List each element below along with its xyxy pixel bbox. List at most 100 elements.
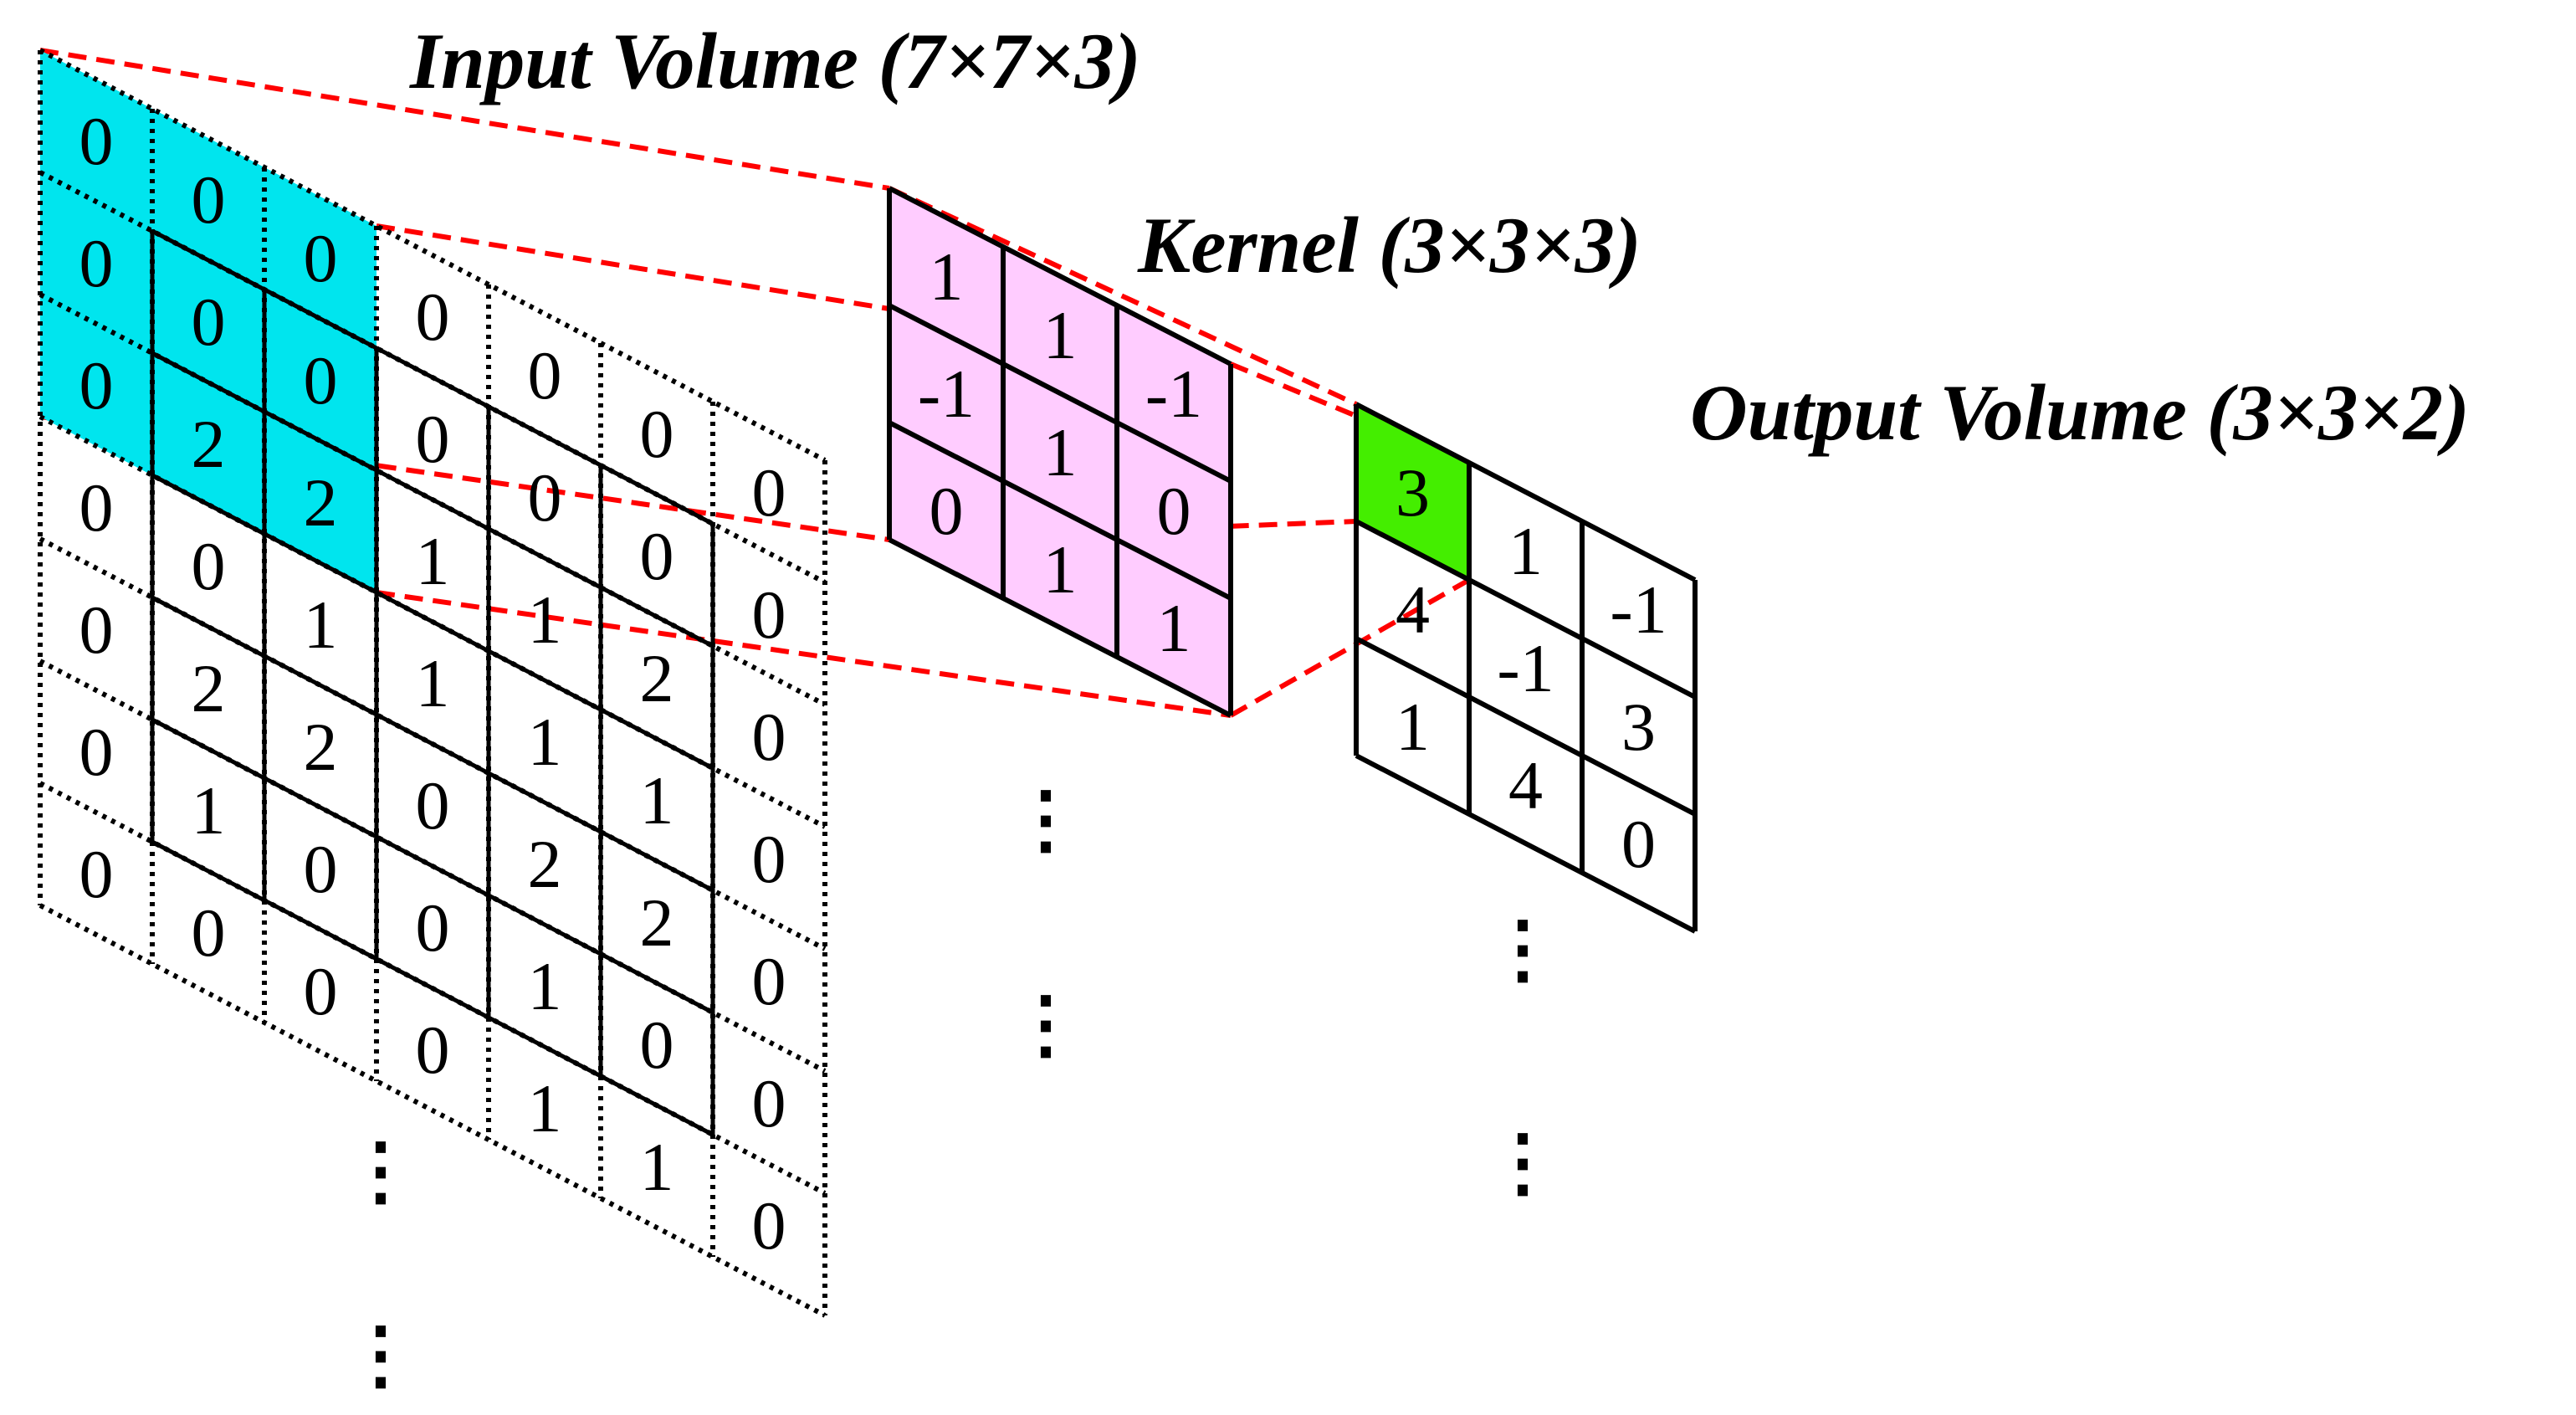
ellipsis-icon: ⋮ — [1485, 909, 1560, 992]
ellipsis-icon: ⋮ — [1485, 1122, 1560, 1205]
input-cell-value: 0 — [304, 342, 338, 418]
input-to-kernel-connector — [376, 590, 1232, 718]
kernel-cell-value: 0 — [1157, 473, 1191, 549]
output-volume: 3 1 -1 4 -1 3 1 4 0 — [1354, 402, 1698, 934]
kernel-grid-line — [888, 303, 1232, 484]
input-cell-value: 1 — [192, 772, 226, 848]
input-cell-value: 0 — [416, 1012, 450, 1088]
output-grid-line — [1355, 636, 1697, 817]
input-cell-value: 0 — [416, 767, 450, 843]
input-cell-value: 1 — [640, 1129, 674, 1205]
input-cell-value: 1 — [528, 582, 562, 658]
kernel-cell-value: 1 — [1043, 297, 1078, 373]
input-cell-value: 0 — [192, 284, 226, 360]
input-cell-value: 0 — [79, 592, 114, 668]
output-cell-value: 4 — [1396, 572, 1430, 648]
output-volume-title: Output Volume (3×3×2) — [1690, 368, 2470, 457]
output-cell-value: 3 — [1396, 454, 1430, 531]
input-cell-value: 1 — [416, 523, 450, 599]
input-cell-value: 0 — [416, 401, 450, 477]
output-grid-line — [1355, 753, 1697, 934]
receptive-field-highlight — [40, 50, 376, 592]
input-cell-value: 1 — [304, 587, 338, 663]
input-cell-value: 2 — [640, 884, 674, 961]
ellipsis-icon: ⋮ — [343, 1315, 418, 1397]
input-cell-value: 2 — [192, 406, 226, 482]
input-grid-line — [38, 48, 827, 463]
kernel-cell-value: -1 — [1145, 356, 1202, 432]
kernel-cell-value: 1 — [1157, 590, 1191, 666]
output-cell-value: -1 — [1497, 630, 1554, 706]
input-cell-value: 2 — [640, 640, 674, 716]
kernel-grid-line — [888, 420, 1232, 601]
input-cell-value: 0 — [528, 459, 562, 536]
input-cell-value: 1 — [528, 704, 562, 780]
input-grid-line — [38, 903, 827, 1318]
input-volume: 0 0 0 0 0 0 0 0 0 0 0 0 0 0 0 2 2 1 1 2 0 0 0 1 1 1 1 0 0 2 2 0 2 2 0 0 1 0 0 1… — [38, 48, 827, 1318]
input-cell-value: 0 — [640, 1007, 674, 1083]
input-cell-value: 0 — [79, 469, 114, 546]
input-cell-value: 0 — [752, 1187, 786, 1264]
input-cell-value: 0 — [79, 225, 114, 301]
input-cell-value: 0 — [79, 347, 114, 423]
input-volume-title: Input Volume (7×7×3) — [409, 17, 1141, 105]
output-cell-value: 1 — [1396, 689, 1430, 765]
input-cell-value: 0 — [79, 714, 114, 790]
input-cell-value: 1 — [416, 645, 450, 721]
input-inner-line — [151, 839, 714, 1137]
input-to-kernel-connector — [39, 48, 890, 191]
input-cell-value: 1 — [640, 762, 674, 838]
output-cell-value: 0 — [1621, 806, 1656, 882]
input-cell-value: 0 — [304, 953, 338, 1029]
input-cell-value: 0 — [752, 699, 786, 775]
input-cell-value: 0 — [752, 577, 786, 653]
depth-ellipses: ⋮ ⋮ ⋮ ⋮ ⋮ ⋮ — [343, 779, 1560, 1397]
ellipsis-icon: ⋮ — [343, 1130, 418, 1213]
output-cell-value: 3 — [1621, 689, 1656, 765]
kernel: 1 1 -1 -1 1 0 0 1 1 — [887, 186, 1233, 718]
input-cell-value: 0 — [304, 220, 338, 296]
input-cell-value: 0 — [416, 890, 450, 966]
kernel-grid-line — [888, 186, 1232, 367]
output-grid-line — [1355, 402, 1697, 582]
kernel-cell-value: 0 — [930, 473, 964, 549]
input-cell-value: 0 — [79, 103, 114, 179]
input-cell-value: 0 — [640, 396, 674, 472]
input-cell-value: 2 — [304, 464, 338, 541]
input-cell-value: 2 — [192, 650, 226, 726]
ellipsis-icon: ⋮ — [1008, 779, 1083, 862]
input-cell-value: 0 — [752, 821, 786, 897]
input-cell-value: 1 — [528, 1070, 562, 1146]
input-inner-line — [151, 473, 714, 771]
input-cell-value: 0 — [79, 836, 114, 912]
kernel-cell-value: 1 — [1043, 531, 1078, 608]
kernel-cell-value: -1 — [918, 356, 975, 432]
input-cell-value: 0 — [752, 943, 786, 1019]
kernel-grid-line — [888, 537, 1232, 718]
kernel-cell-value: 1 — [1043, 414, 1078, 490]
kernel-cell-value: 1 — [930, 238, 964, 315]
output-cell-value: 1 — [1508, 513, 1543, 589]
output-cell-value: 4 — [1508, 747, 1543, 823]
input-cell-value: 0 — [752, 1065, 786, 1141]
input-cell-value: 0 — [192, 895, 226, 971]
input-cell-value: 2 — [528, 826, 562, 902]
input-cell-value: 2 — [304, 709, 338, 785]
input-inner-line — [151, 228, 714, 526]
input-cell-value: 0 — [416, 279, 450, 355]
output-grid-line — [1355, 519, 1697, 700]
input-cell-value: 0 — [304, 831, 338, 907]
input-cell-value: 1 — [528, 948, 562, 1024]
output-cell-value: -1 — [1610, 572, 1667, 648]
input-cell-value: 0 — [752, 454, 786, 531]
input-cell-value: 0 — [528, 337, 562, 413]
input-cell-value: 0 — [192, 528, 226, 604]
kernel-title: Kernel (3×3×3) — [1137, 201, 1641, 290]
input-inner-line — [151, 717, 714, 1015]
input-inner-line — [151, 595, 714, 893]
input-cell-value: 0 — [640, 518, 674, 594]
ellipsis-icon: ⋮ — [1008, 984, 1083, 1067]
input-cell-value: 0 — [192, 161, 226, 238]
kernel-to-output-connector — [888, 186, 1358, 407]
